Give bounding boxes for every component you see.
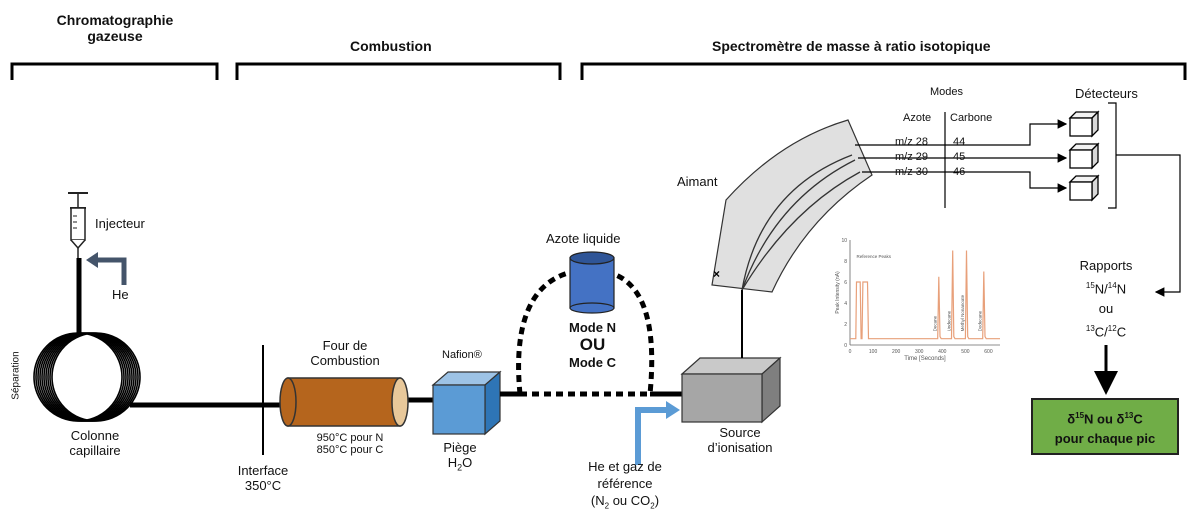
mz28-label: m/z 28 xyxy=(895,136,929,148)
capillary-coil xyxy=(33,332,141,422)
ion-source xyxy=(680,356,782,424)
water-trap-label: Piège H2O xyxy=(443,440,477,473)
chart-x-tick-label: 600 xyxy=(984,349,993,355)
chart-y-tick-label: 8 xyxy=(844,259,847,265)
dashed-path-cryo xyxy=(516,267,655,395)
combustion-furnace xyxy=(279,377,409,427)
liquid-nitrogen-label: Azote liquide xyxy=(546,231,621,246)
magnet-sector: × xyxy=(711,119,873,293)
result-box: δ15N ou δ13C pour chaque pic xyxy=(1031,398,1179,455)
section-title-irms: Spectromètre de masse à ratio isotopique xyxy=(712,38,991,54)
reference-gas-label: He et gaz de référence (N2 ou CO2) xyxy=(588,459,662,511)
he-carrier-arrow xyxy=(98,257,127,285)
column-label: Colonne capillaire xyxy=(69,428,121,458)
chart-x-tick-label: 300 xyxy=(915,349,924,355)
mode-selector-text: Mode N OU Mode C xyxy=(569,320,616,370)
detectors-output-line xyxy=(1116,154,1181,297)
injector-label: Injecteur xyxy=(95,216,145,231)
chart-annotation-peak: Methyl Nonanoate xyxy=(960,294,965,331)
reference-gas-arrow xyxy=(635,407,668,465)
furnace-label: Four de Combustion xyxy=(310,338,380,368)
detector-cube-icon xyxy=(1068,142,1100,170)
chart-x-tick-label: 500 xyxy=(961,349,970,355)
carbon-column-header: Carbone xyxy=(950,112,993,124)
chart-x-axis-label: Time [Seconds] xyxy=(904,356,946,362)
chart-annotation-peak: Decane xyxy=(933,315,938,331)
chart-y-tick-label: 4 xyxy=(844,301,847,307)
section-title-gc: Chromatographie gazeuse xyxy=(56,12,174,44)
chart-y-tick-label: 6 xyxy=(844,280,847,286)
liquid-nitrogen-dewar xyxy=(569,251,615,314)
nitrogen-column-header: Azote xyxy=(903,112,932,124)
detectors-label: Détecteurs xyxy=(1075,86,1138,101)
chart-y-tick-label: 2 xyxy=(844,322,847,328)
chart-x-tick-label: 200 xyxy=(892,349,901,355)
chart-series-line xyxy=(850,250,1000,340)
beam-line-30 xyxy=(862,171,1068,193)
mass44-label: 44 xyxy=(953,136,966,148)
detector-cube-icon xyxy=(1068,110,1100,138)
mass46-label: 46 xyxy=(953,166,966,178)
nafion-label: Nafion® xyxy=(442,349,482,361)
chart-y-tick-label: 0 xyxy=(844,343,847,349)
interface-label: Interface 350°C xyxy=(237,463,289,493)
chart-annotation-reference: Reference Peaks xyxy=(856,254,891,259)
svg-text:×: × xyxy=(713,267,720,281)
separation-label: Séparation xyxy=(10,351,22,400)
syringe-icon xyxy=(68,192,88,258)
chart-y-axis-label: Peak Intensity (nA) xyxy=(835,271,841,314)
water-trap xyxy=(431,370,502,436)
detector-cube-icon xyxy=(1068,174,1100,202)
furnace-temperatures: 950°C pour N 850°C pour C xyxy=(316,432,384,456)
ion-source-label: Source d’ionisation xyxy=(707,425,773,455)
magnet-label: Aimant xyxy=(677,174,718,189)
chart-annotation-peak: Dodecane xyxy=(978,310,983,331)
mz29-label: m/z 29 xyxy=(895,151,929,163)
beam-line-28 xyxy=(855,119,1068,146)
isotope-ratios-label: Rapports 15N/14N ou 13C/12C xyxy=(1079,258,1133,340)
bracket-combustion xyxy=(235,62,562,80)
chart-annotation-peak: Undecane xyxy=(946,310,951,331)
chart-x-tick-label: 0 xyxy=(849,349,852,355)
section-title-combustion: Combustion xyxy=(350,38,432,54)
he-label: He xyxy=(112,287,129,302)
mass45-label: 45 xyxy=(953,151,966,163)
chart-x-tick-label: 100 xyxy=(869,349,878,355)
bracket-irms xyxy=(580,62,1187,80)
modes-label: Modes xyxy=(930,86,964,98)
chart-x-tick-label: 400 xyxy=(938,349,947,355)
mz30-label: m/z 30 xyxy=(895,166,929,178)
chart-y-tick-label: 10 xyxy=(841,238,847,244)
bracket-gc xyxy=(10,62,219,80)
detectors-bracket xyxy=(1108,102,1117,209)
